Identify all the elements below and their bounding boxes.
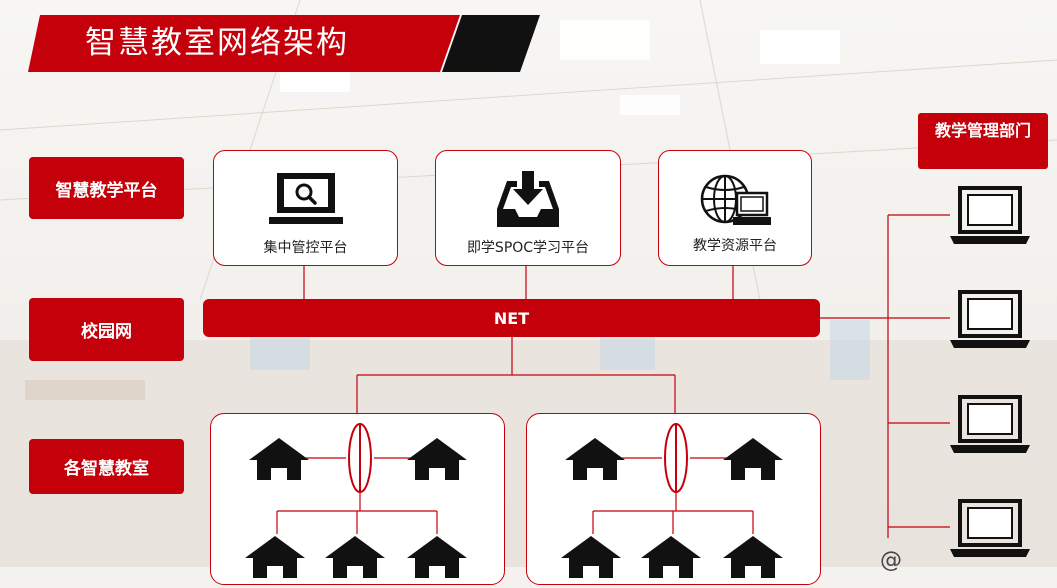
laptop-icon (950, 499, 1030, 557)
download-tray-icon (497, 171, 559, 227)
management-dept-label: 教学管理部门 (918, 113, 1048, 169)
globe-computer-icon (700, 174, 771, 225)
watermark: @ (880, 548, 902, 573)
house-icon (561, 438, 783, 578)
net-bar: NET (203, 299, 820, 337)
laptop-icon (950, 290, 1030, 348)
platform-spoc[interactable]: 即学SPOC学习平台 (435, 150, 621, 266)
title-banner (28, 15, 540, 72)
classroom-houses-diagram (561, 423, 783, 578)
house-icon (245, 438, 467, 578)
monitor-search-icon (268, 173, 343, 224)
classroom-houses-diagram (245, 423, 467, 578)
platform-label: 集中管控平台 (263, 240, 348, 256)
laptop-icon (950, 395, 1030, 453)
side-label-classrooms: 各智慧教室 (29, 439, 184, 494)
classroom-cluster-2 (526, 413, 821, 585)
laptop-icon (950, 186, 1030, 244)
platform-central-control[interactable]: 集中管控平台 (213, 150, 398, 266)
page-title: 智慧教室网络架构 (85, 25, 349, 61)
platform-label: 教学资源平台 (693, 238, 777, 254)
side-label-platform: 智慧教学平台 (29, 157, 184, 219)
classroom-cluster-1 (210, 413, 505, 585)
platform-label: 即学SPOC学习平台 (466, 240, 590, 256)
platform-resources[interactable]: 教学资源平台 (658, 150, 812, 266)
side-label-campus: 校园网 (29, 298, 184, 361)
